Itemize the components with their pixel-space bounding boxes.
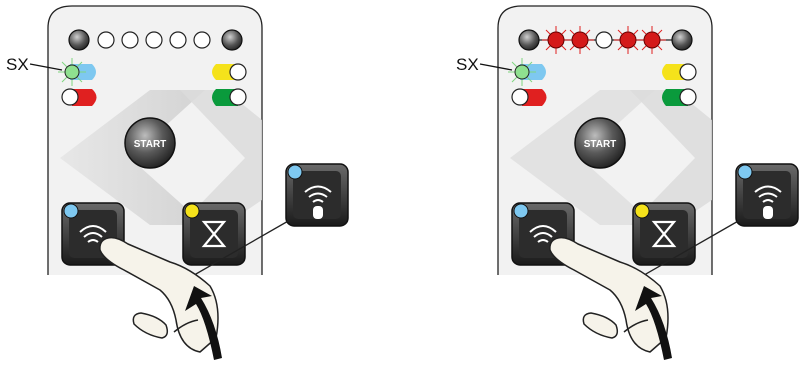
callout-line — [631, 219, 741, 283]
led-end-right — [221, 29, 243, 51]
chevron-decoration — [510, 90, 655, 225]
sx-label: SX — [6, 55, 29, 74]
led — [193, 31, 211, 49]
sx-label: SX — [456, 55, 479, 74]
hand-icon — [99, 236, 219, 353]
led-blink — [542, 26, 570, 54]
indicator-yellow-ring — [229, 63, 247, 81]
led-blink — [614, 26, 642, 54]
panel-left: SX START — [6, 5, 349, 360]
led — [169, 31, 187, 49]
led-end-left — [518, 29, 540, 51]
wifi-icon — [529, 225, 557, 243]
start-button[interactable] — [574, 117, 626, 169]
wifi-icon — [304, 185, 332, 203]
start-button[interactable] — [124, 117, 176, 169]
zoom-remote-button-dot — [737, 164, 753, 180]
remote-control-icon — [763, 206, 773, 219]
chevron-decoration — [60, 90, 205, 225]
curved-arrow — [185, 286, 222, 360]
sx-indicator — [514, 64, 530, 80]
indicator-yellow-ring — [679, 63, 697, 81]
remote-button-dot — [513, 203, 529, 219]
indicator-green-ring — [229, 88, 247, 106]
remote-control-icon — [313, 206, 323, 219]
indicator-red — [72, 89, 97, 106]
led-end-right — [671, 29, 693, 51]
indicator-red-ring — [61, 88, 79, 106]
led — [97, 31, 115, 49]
led-blink — [638, 26, 666, 54]
led — [595, 31, 613, 49]
start-label: START — [134, 139, 167, 150]
led — [121, 31, 139, 49]
indicator-green-ring — [679, 88, 697, 106]
indicator-red — [522, 89, 547, 106]
hand-icon — [549, 236, 669, 353]
sx-indicator — [64, 64, 80, 80]
remote-button-dot — [63, 203, 79, 219]
panel-right: SX START — [450, 0, 799, 367]
hourglass-icon — [651, 220, 677, 248]
led — [145, 31, 163, 49]
remote-diagram-right: SX START — [456, 5, 799, 360]
led-end-left — [68, 29, 90, 51]
led-blink — [566, 26, 594, 54]
sx-pointer — [479, 63, 513, 71]
wifi-icon — [79, 225, 107, 243]
sx-pointer — [29, 63, 63, 71]
remote-diagram-left: SX START — [6, 5, 349, 360]
zoom-remote-button-dot — [287, 164, 303, 180]
wifi-icon — [754, 185, 782, 203]
timer-button-dot — [184, 203, 200, 219]
indicator-red-ring — [511, 88, 529, 106]
timer-button-dot — [634, 203, 650, 219]
hourglass-icon — [201, 220, 227, 248]
curved-arrow — [635, 286, 672, 360]
start-label: START — [584, 139, 617, 150]
callout-line — [181, 219, 291, 283]
